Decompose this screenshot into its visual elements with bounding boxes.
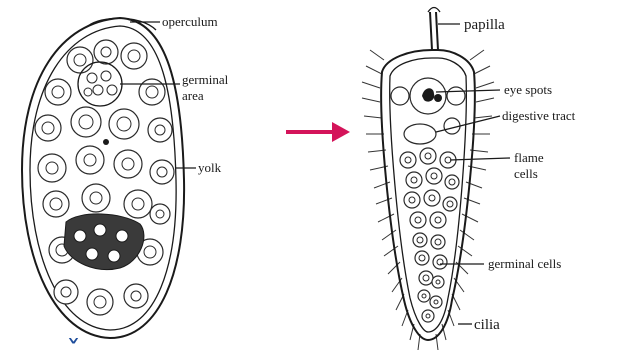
label-cilia: cilia	[474, 317, 500, 333]
label-papilla: papilla	[464, 17, 505, 33]
eye-spots-area	[410, 78, 446, 114]
label-digestive-tract: digestive tract	[502, 108, 576, 123]
egg-figure: operculum germinal area yolk	[22, 14, 229, 338]
papilla-tip	[428, 8, 440, 13]
germinal-area-cluster	[78, 62, 122, 106]
label-operculum: operculum	[162, 14, 218, 29]
label-eye-spots: eye spots	[504, 82, 552, 97]
flame-cells-leader	[450, 158, 510, 160]
label-flame-cells-1: flame	[514, 150, 544, 165]
papilla-shape	[430, 12, 438, 50]
corner-glyph: ˇ	[66, 335, 81, 364]
label-yolk: yolk	[198, 160, 222, 175]
label-flame-cells-2: cells	[514, 166, 538, 181]
transition-arrow	[286, 122, 350, 142]
label-germinal-area-1: germinal	[182, 72, 229, 87]
label-germinal-area-2: area	[182, 88, 204, 103]
label-germinal-cells: germinal cells	[488, 256, 561, 271]
miracidium-figure: papilla eye spots digestive tract flame …	[362, 8, 576, 351]
germinal-cells-column	[400, 148, 459, 322]
digestive-tract-shape	[404, 124, 436, 144]
